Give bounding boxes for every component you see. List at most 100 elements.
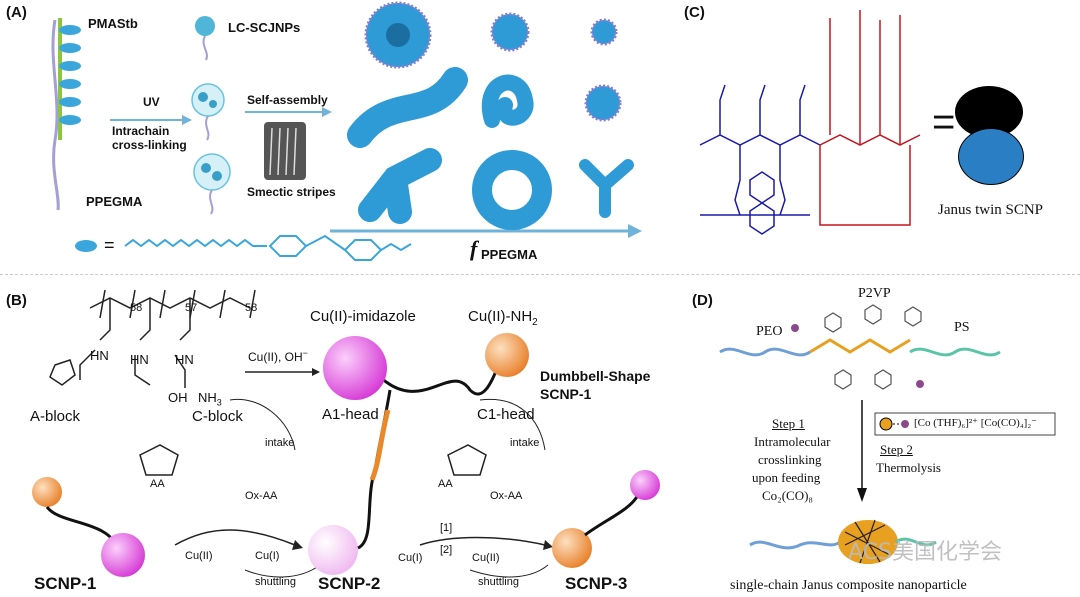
p2vp-chain xyxy=(809,338,911,354)
shuttling-label-1: shuttling xyxy=(255,576,296,588)
aa-label-1: AA xyxy=(150,478,165,490)
a1-head-sphere xyxy=(323,336,387,400)
c1-head-sphere xyxy=(485,333,529,377)
step2-bracket-label: [2] xyxy=(440,544,453,556)
step1-title: Step 1 xyxy=(772,416,805,431)
step1-line1: Intramolecular xyxy=(754,434,831,449)
peo-label: PEO xyxy=(756,324,783,339)
panel-d: (D) PEO P2VP PS [Co (THF)₆]²⁺ [Co(CO)₄]₂… xyxy=(690,280,1080,597)
panel-b: (B) 58 57 58 Cu(II)-imidazole Cu(II)-NH2… xyxy=(0,280,680,597)
self-assembly-label: Self-assembly xyxy=(247,93,328,107)
red-block xyxy=(819,10,921,226)
watermark: ACS美国化学会 xyxy=(848,540,1002,565)
cu2-label-2: Cu(II) xyxy=(472,552,500,564)
oxaa-label-1: Ox-AA xyxy=(245,490,278,502)
peo-chain xyxy=(719,347,811,357)
pmastb-label: PMAStb xyxy=(88,16,138,31)
aa-label-2: AA xyxy=(438,478,453,490)
mesogen-ring-1 xyxy=(268,235,308,257)
aa-ring-1 xyxy=(139,444,179,476)
scnp3-orange-sphere xyxy=(552,528,592,568)
scnp2-label: SCNP-2 xyxy=(318,574,381,593)
oxaa-label-2: Ox-AA xyxy=(490,490,523,502)
cross-linking-label: cross-linking xyxy=(112,138,187,152)
step1-line4: Co₂(CO)₈ xyxy=(762,488,813,503)
intake1-arrow xyxy=(229,398,296,451)
step1-line2: crosslinking xyxy=(758,452,822,467)
mesogen-ring-2 xyxy=(343,239,383,261)
subscript-57: 57 xyxy=(185,302,198,314)
shuttling1-arrow xyxy=(244,564,321,578)
subscript-58a: 58 xyxy=(130,302,143,314)
panel-b-label: (B) xyxy=(6,292,27,309)
subscript-58b: 58 xyxy=(245,302,258,314)
cu1-label-1: Cu(I) xyxy=(255,550,280,562)
pyridine-rings xyxy=(824,304,922,390)
ppegma-label: PPEGMA xyxy=(86,194,143,209)
panel-c-label: (C) xyxy=(684,4,705,21)
smectic-stripes-label: Smectic stripes xyxy=(247,185,336,199)
copolymer-backbone xyxy=(51,19,60,211)
step2-line1: Thermolysis xyxy=(876,460,941,475)
shuttling-label-2: shuttling xyxy=(478,576,519,588)
panel-b-graphics xyxy=(32,289,660,578)
f-subscript: PPEGMA xyxy=(481,247,538,262)
intake2-arrow xyxy=(479,398,546,451)
product-ps xyxy=(895,537,937,547)
c-block-label: C-block xyxy=(192,408,243,425)
panel-a-label: (A) xyxy=(6,4,27,21)
janus-caption: Janus twin SCNP xyxy=(938,202,1044,218)
mesogen-alkyl-chain xyxy=(124,238,267,248)
ps-label: PS xyxy=(954,320,970,335)
triblock-backbone xyxy=(49,289,256,388)
cu-nh2-label: Cu(II)-NH2 xyxy=(468,308,538,328)
janus-bottom-sphere xyxy=(958,128,1024,185)
panel-a: (A) PMAStb PPEGMA LC-SCJNPs UV Intrachai… xyxy=(0,0,670,270)
cu1-label-2: Cu(I) xyxy=(398,552,423,564)
cycle2-arrow xyxy=(419,536,546,546)
panel-divider xyxy=(0,274,1080,275)
scnp1-orange-sphere xyxy=(32,477,62,507)
scnp3-magenta-sphere xyxy=(630,470,660,500)
scnp1-label: SCNP-1 xyxy=(34,574,97,593)
a1-head-label: A1-head xyxy=(322,406,379,423)
panel-a-graphics xyxy=(51,1,642,261)
intake-label-1: intake xyxy=(265,437,295,449)
cu-imidazole-label: Cu(II)-imidazole xyxy=(310,308,416,325)
scnp2-orange-segment xyxy=(369,409,391,481)
aa-ring-2 xyxy=(447,444,487,476)
mesogen-equals: = xyxy=(104,235,115,255)
assembled-morphologies xyxy=(347,1,634,230)
c1-head-label: C1-head xyxy=(477,406,535,423)
step1-bracket-label: [1] xyxy=(440,522,453,534)
a-block-label: A-block xyxy=(30,408,81,425)
panel-c: (C) = Janus twin SCNP xyxy=(680,0,1080,270)
dumbbell-scnp1-label: SCNP-1 xyxy=(540,386,592,402)
janus-equals: = xyxy=(932,100,956,144)
product-peo xyxy=(749,540,841,550)
intrachain-label: Intrachain xyxy=(112,124,170,138)
cobalt-legend: [Co (THF)₆]²⁺ [Co(CO)₄]₂⁻ xyxy=(914,417,1037,429)
blue-block xyxy=(699,84,821,235)
legend-box xyxy=(874,412,1056,436)
step1-line3: upon feeding xyxy=(752,470,821,485)
step2-title: Step 2 xyxy=(880,442,913,457)
hn-label-3: HN xyxy=(175,352,194,367)
cu2-label-1: Cu(II) xyxy=(185,550,213,562)
shuttling2-arrow xyxy=(469,564,549,578)
nh3-label: NH3 xyxy=(198,390,222,408)
scnp3-label: SCNP-3 xyxy=(565,574,628,593)
dumbbell-shape-label: Dumbbell-Shape xyxy=(540,368,651,384)
intake-label-2: intake xyxy=(510,437,540,449)
hn-label-2: HN xyxy=(130,352,149,367)
reagent-label: Cu(II), OH− xyxy=(248,348,308,364)
panel-c-graphics xyxy=(699,10,921,235)
mesogen-ellipses xyxy=(59,25,81,125)
panel-d-label: (D) xyxy=(692,292,713,309)
lc-scjnps-label: LC-SCJNPs xyxy=(228,20,301,35)
p2vp-label: P2VP xyxy=(858,286,891,301)
mesogen-symbol xyxy=(75,240,97,252)
ps-chain xyxy=(909,347,1001,357)
uv-label: UV xyxy=(143,95,160,109)
janus-composite-caption: single-chain Janus composite nanoparticl… xyxy=(730,578,967,593)
